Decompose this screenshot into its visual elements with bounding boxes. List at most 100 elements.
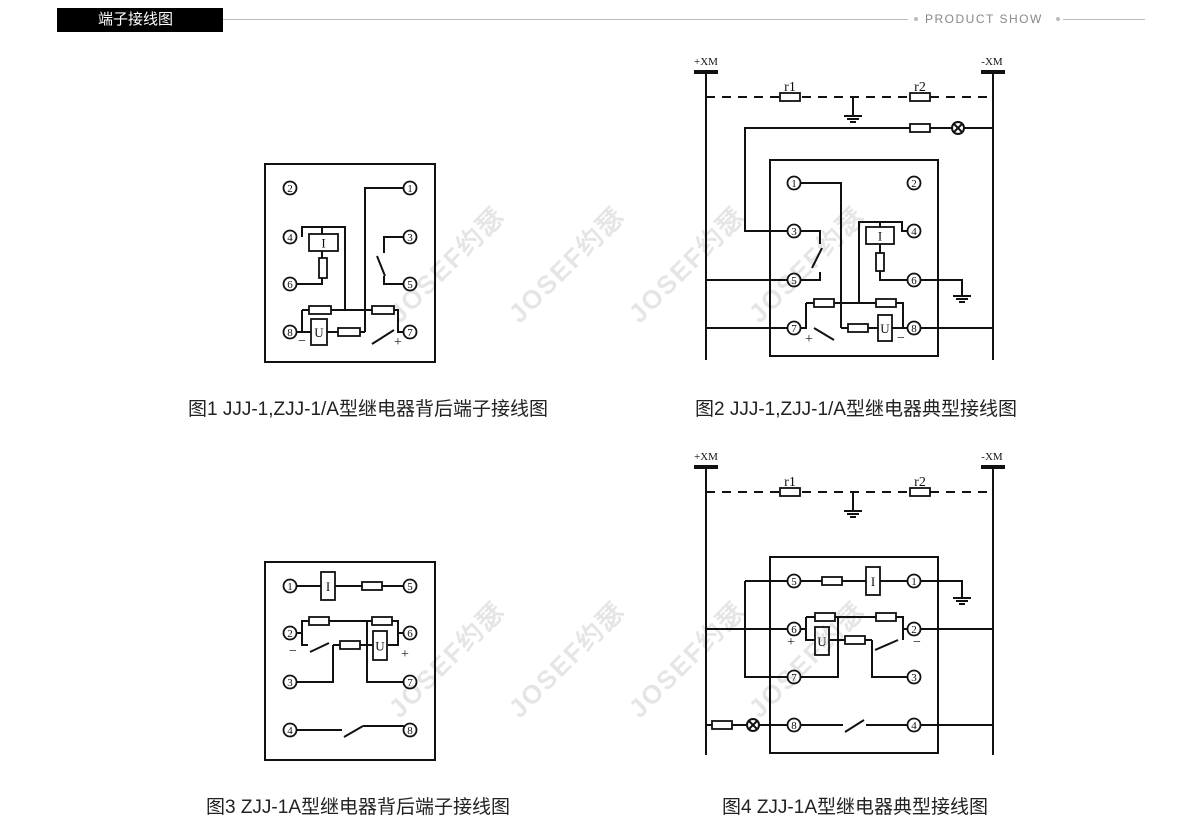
resistor-icon (875, 252, 885, 272)
ground-icon (953, 295, 971, 303)
terminal-4 (906, 223, 922, 239)
voltage-coil (372, 630, 388, 661)
r1-label: r1 (784, 80, 796, 95)
relay-housing (264, 561, 436, 761)
resistor-icon (844, 635, 866, 645)
terminal-number: 6 (791, 624, 797, 636)
wire (706, 127, 993, 341)
terminal-number: 5 (791, 576, 797, 588)
header-dot (1056, 17, 1060, 21)
resistor-icon (711, 720, 733, 730)
terminal-number: 1 (287, 581, 293, 593)
terminal-number: 4 (287, 725, 293, 737)
voltage-coil (310, 318, 328, 346)
terminal-8 (786, 717, 802, 733)
minus-bus-label: -XM (981, 451, 1003, 463)
section-title: 端子接线图 (57, 8, 223, 32)
resistor-icon (371, 305, 395, 315)
terminal-1 (786, 175, 802, 191)
terminal-number: 3 (287, 677, 293, 689)
terminal-4 (906, 717, 922, 733)
voltage-coil-label: U (375, 639, 385, 654)
terminal-2 (282, 625, 298, 641)
current-coil (865, 226, 895, 245)
plus-sign: + (394, 335, 402, 350)
resistor-icon (779, 92, 801, 102)
terminal-6 (786, 621, 802, 637)
terminal-number: 6 (911, 275, 917, 287)
terminal-3 (906, 669, 922, 685)
plus-sign: + (787, 635, 795, 650)
minus-sign: − (897, 331, 905, 346)
resistor-icon (308, 305, 332, 315)
terminal-5 (786, 272, 802, 288)
resistor-icon (371, 616, 393, 626)
header-divider (1063, 19, 1145, 20)
terminal-1 (282, 578, 298, 594)
terminal-4 (282, 722, 298, 738)
terminal-number: 8 (791, 720, 797, 732)
header-dot (914, 17, 918, 21)
terminal-number: 1 (911, 576, 917, 588)
current-coil (308, 233, 339, 252)
wire (705, 467, 994, 755)
resistor-icon (909, 123, 931, 133)
terminal-5 (402, 578, 418, 594)
terminal-5 (402, 276, 418, 292)
ground-icon (844, 510, 862, 518)
resistor-icon (361, 581, 383, 591)
terminal-3 (786, 223, 802, 239)
terminal-3 (402, 229, 418, 245)
voltage-coil-label: U (314, 325, 324, 340)
plus-sign: + (805, 332, 813, 347)
plus-sign: + (401, 647, 409, 662)
terminal-7 (402, 674, 418, 690)
wire (706, 580, 993, 733)
relay-housing (769, 556, 939, 754)
wire (705, 72, 994, 360)
r1-label: r1 (784, 475, 796, 490)
terminal-number: 3 (911, 672, 917, 684)
resistor-icon (909, 92, 931, 102)
terminal-number: 2 (911, 178, 917, 190)
terminal-number: 1 (407, 183, 413, 195)
current-coil (865, 566, 881, 596)
terminal-number: 8 (287, 327, 293, 339)
terminal-7 (786, 669, 802, 685)
minus-sign: − (298, 334, 306, 349)
wire (296, 187, 404, 345)
plus-bus-label: +XM (694, 451, 718, 463)
resistor-icon (339, 640, 361, 650)
minus-sign: − (913, 635, 921, 650)
resistor-icon (779, 487, 801, 497)
resistor-icon (318, 257, 328, 279)
terminal-3 (282, 674, 298, 690)
current-coil-label: I (321, 236, 325, 251)
voltage-coil (877, 314, 893, 342)
resistor-icon (909, 487, 931, 497)
header-divider (223, 19, 908, 20)
terminal-2 (906, 621, 922, 637)
terminal-number: 6 (407, 628, 413, 640)
terminal-number: 7 (407, 677, 413, 689)
caption-figure-2: 图2 JJJ-1,ZJJ-1/A型继电器典型接线图 (695, 399, 1017, 420)
terminal-8 (906, 320, 922, 336)
product-show-label: PRODUCT SHOW (925, 12, 1043, 26)
terminal-number: 7 (791, 323, 797, 335)
resistor-icon (813, 298, 835, 308)
terminal-number: 1 (791, 178, 797, 190)
terminal-number: 2 (287, 183, 293, 195)
plus-bus-label: +XM (694, 56, 718, 68)
r2-label: r2 (914, 475, 926, 490)
r2-label: r2 (914, 80, 926, 95)
resistor-icon (847, 323, 869, 333)
current-coil-label: I (871, 574, 875, 589)
relay-housing (769, 159, 939, 357)
minus-bus-label: -XM (981, 56, 1003, 68)
voltage-coil-label: U (880, 321, 890, 336)
voltage-coil-label: U (817, 634, 827, 649)
terminal-7 (786, 320, 802, 336)
